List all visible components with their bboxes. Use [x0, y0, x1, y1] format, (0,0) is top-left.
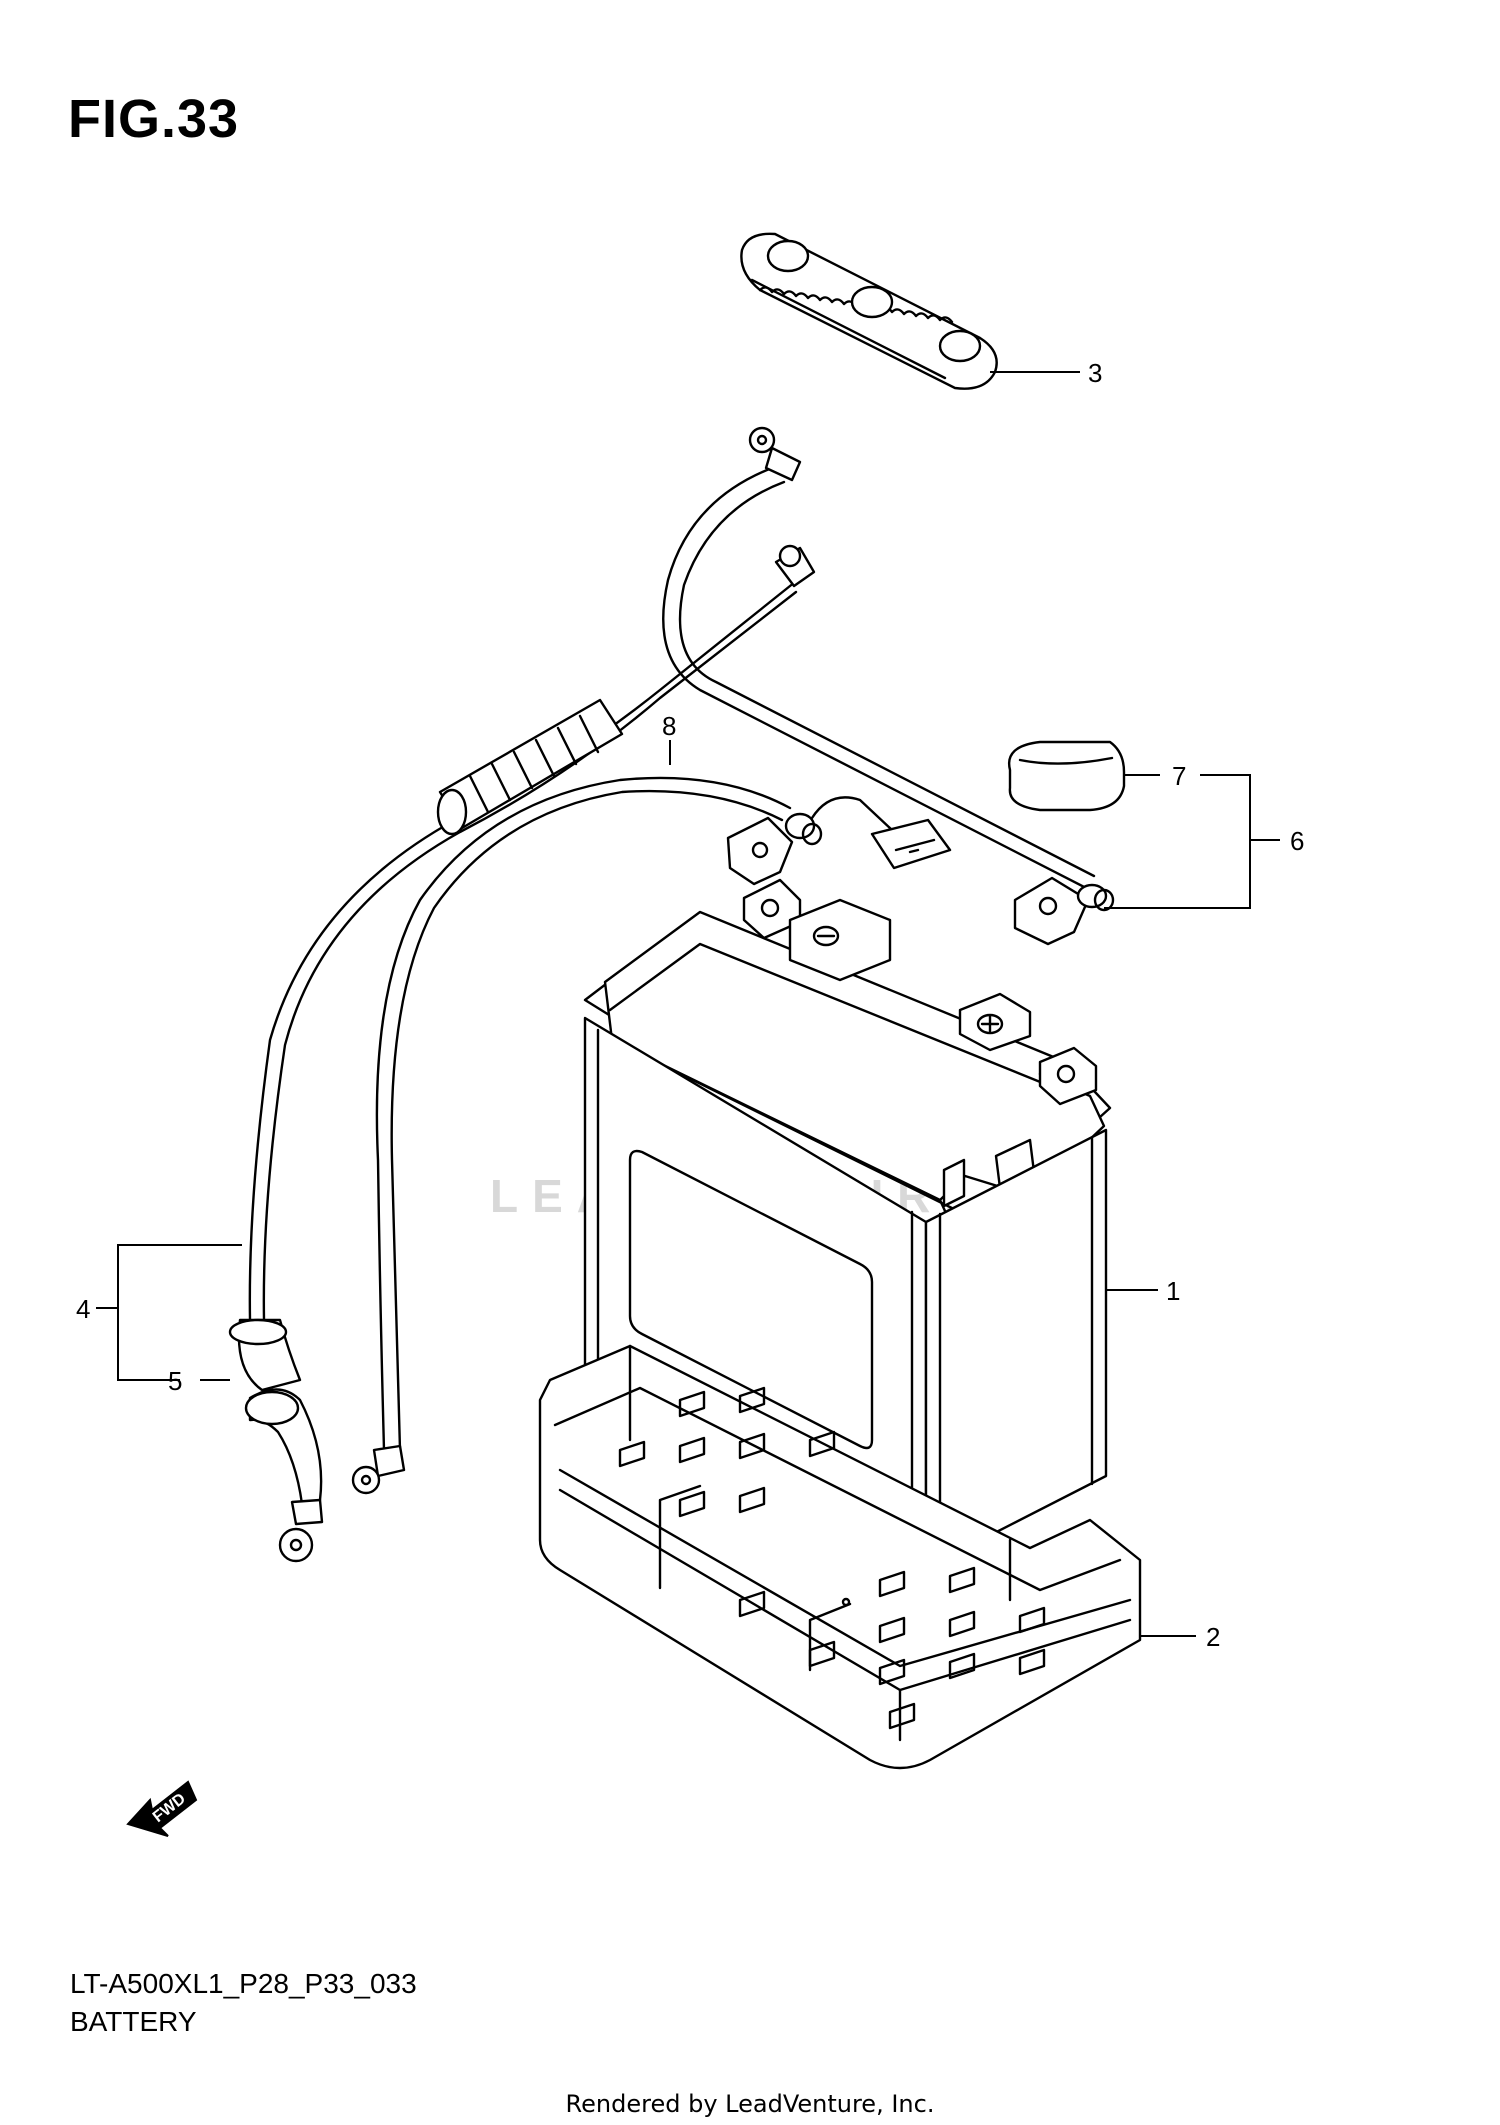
callout-7: 7 — [1172, 761, 1186, 791]
battery-tray[interactable] — [538, 1344, 1142, 1770]
positive-lead-assembly[interactable] — [662, 426, 1115, 946]
callout-1: 1 — [1166, 1276, 1180, 1306]
figure-title: FIG.33 — [68, 89, 240, 149]
tray-slots — [618, 1386, 1046, 1730]
callout-6: 6 — [1290, 826, 1304, 856]
callout-3: 3 — [1088, 358, 1102, 388]
callout-4: 4 — [76, 1294, 90, 1324]
model-code: LT-A500XL1_P28_P33_033 — [70, 1968, 417, 1999]
forward-direction-arrow: FWD — [126, 1780, 198, 1837]
callout-8: 8 — [662, 711, 676, 741]
footer-credit: Rendered by LeadVenture, Inc. — [565, 2090, 935, 2118]
negative-lead-assembly[interactable] — [228, 544, 816, 1563]
battery[interactable] — [583, 878, 1112, 1570]
leader-lines — [96, 371, 1280, 1637]
terminal-cap[interactable] — [1007, 740, 1126, 812]
wire-lead[interactable] — [351, 776, 952, 1495]
callout-5: 5 — [168, 1366, 182, 1396]
battery-band[interactable] — [740, 232, 998, 390]
callout-2: 2 — [1206, 1622, 1220, 1652]
section-name: BATTERY — [70, 2006, 197, 2037]
